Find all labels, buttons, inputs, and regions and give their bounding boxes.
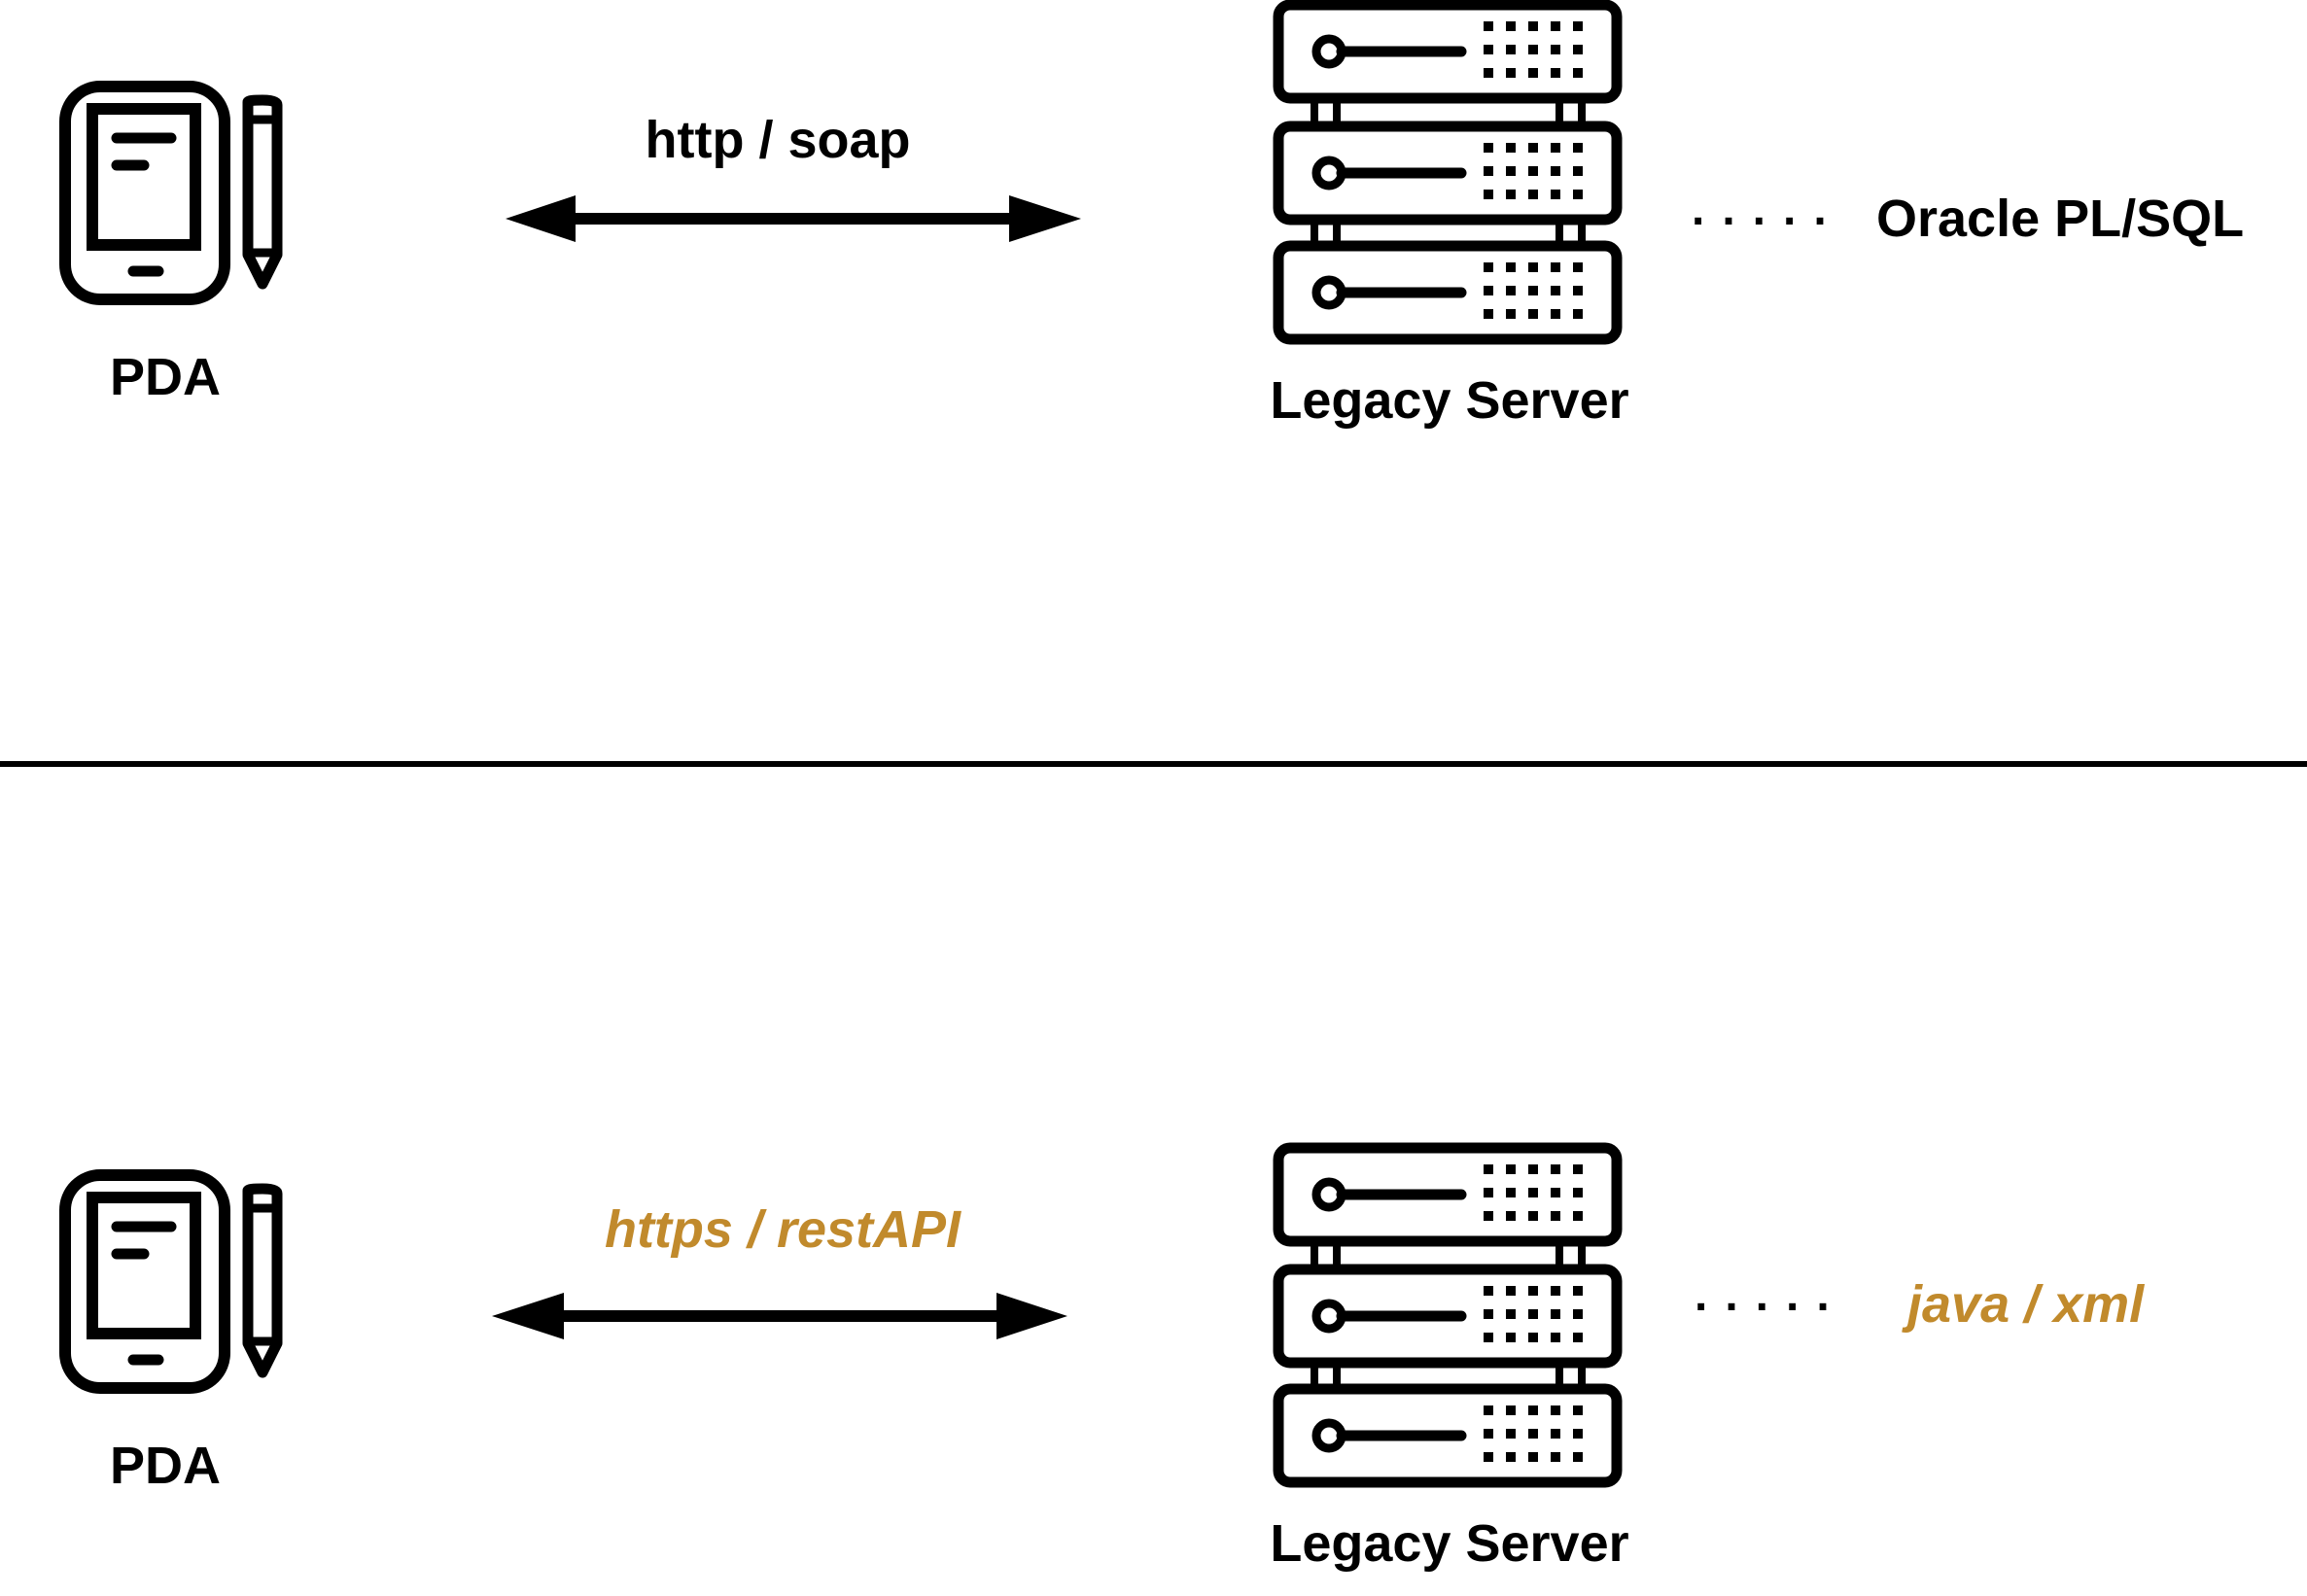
server-label: Legacy Server — [1270, 371, 1629, 430]
technology-label: java / xml — [1907, 1275, 2145, 1334]
dotted-connector: ..... — [1692, 184, 1844, 235]
server-rack-icon — [1278, 5, 1617, 339]
client-label: PDA — [109, 1437, 222, 1495]
client-label: PDA — [109, 348, 222, 406]
bidirectional-arrow — [492, 1293, 1067, 1339]
technology-label: Oracle PL/SQL — [1876, 190, 2245, 248]
server-label: Legacy Server — [1270, 1514, 1629, 1573]
server-rack-icon — [1278, 1148, 1617, 1482]
bidirectional-arrow — [506, 195, 1081, 242]
protocol-label: http / soap — [645, 111, 911, 169]
pda-stylus-icon — [65, 1175, 277, 1388]
pda-stylus-icon — [65, 87, 277, 299]
dotted-connector: ..... — [1695, 1269, 1847, 1321]
protocol-label: https / restAPI — [604, 1200, 961, 1259]
